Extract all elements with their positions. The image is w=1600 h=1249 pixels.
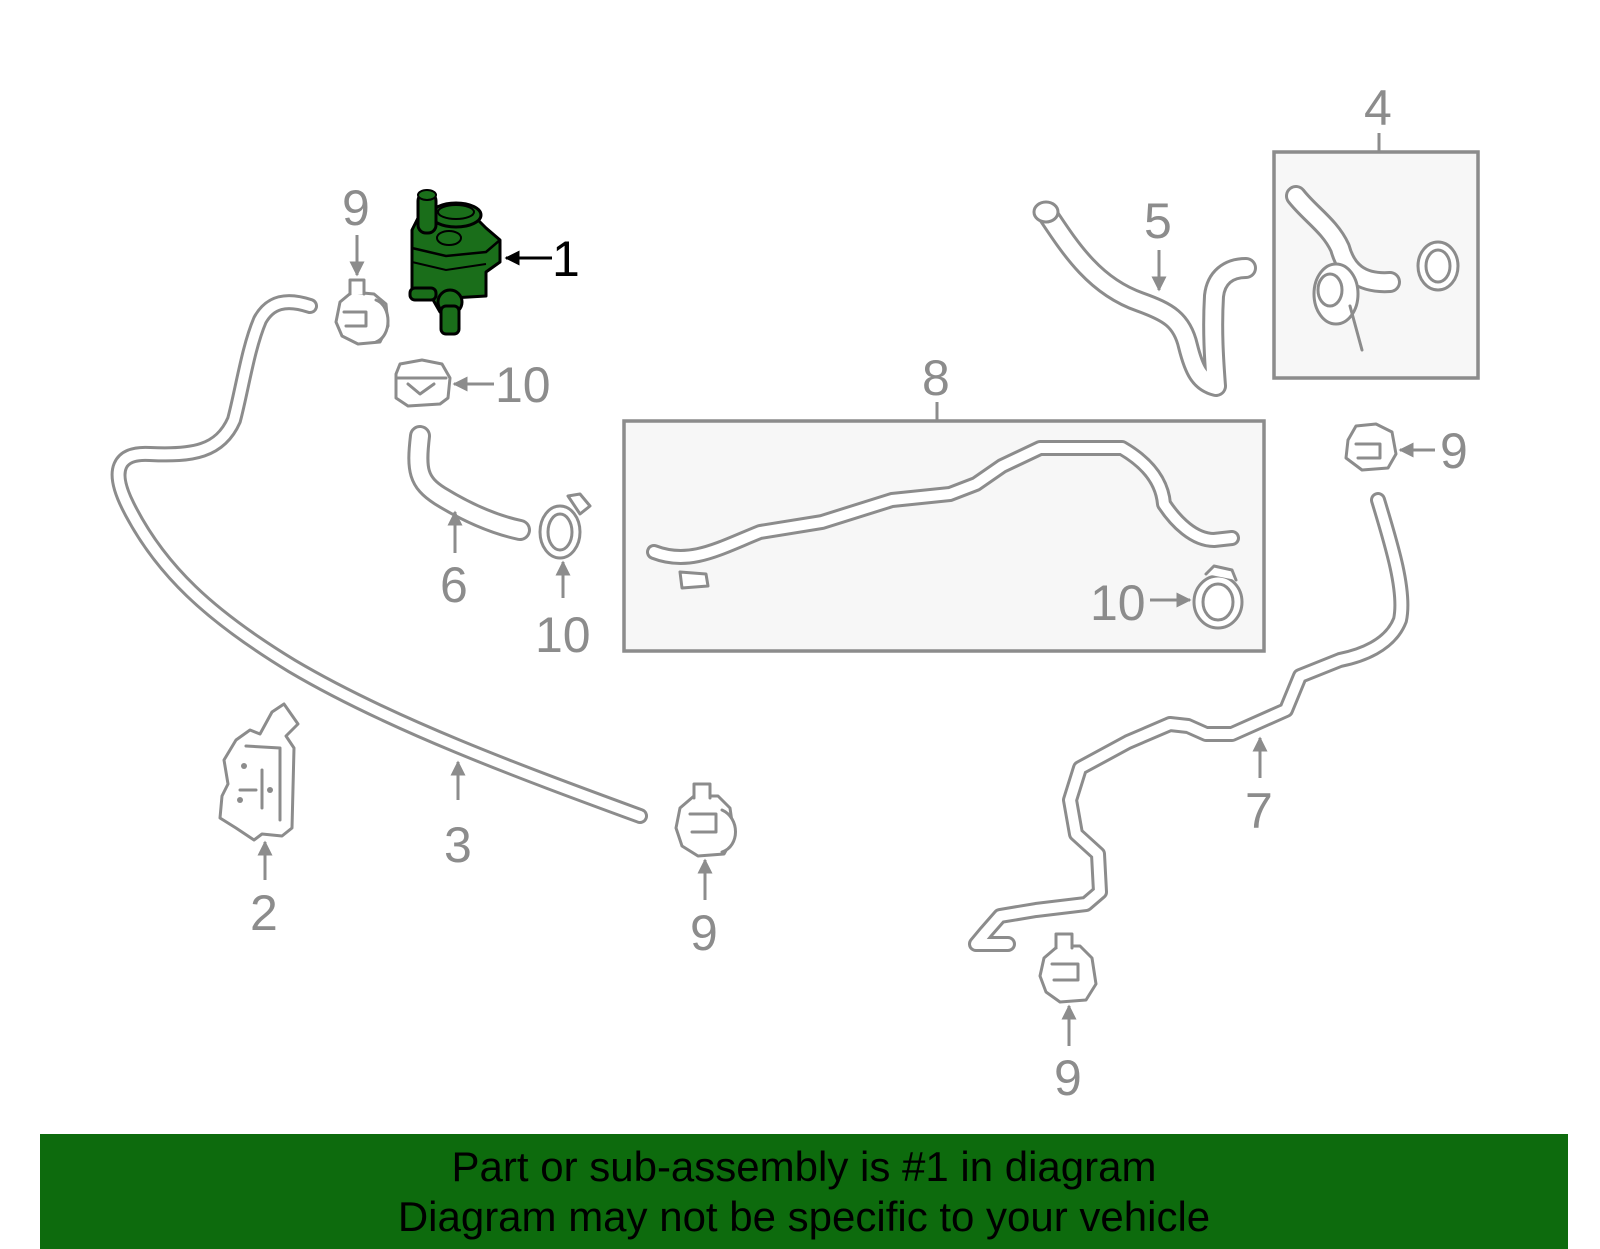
callout-3: 3: [444, 760, 472, 873]
banner-line-2: Diagram may not be specific to your vehi…: [397, 1192, 1211, 1240]
part-3-hose[interactable]: [110, 294, 648, 824]
callout-label-10-upper: 10: [495, 357, 551, 413]
part-9-clip-right[interactable]: [1344, 422, 1398, 472]
part-6-hose[interactable]: [407, 425, 531, 541]
callout-9-bottom-right: 9: [1054, 1004, 1082, 1106]
callout-label-10-kit: 10: [1090, 575, 1146, 631]
part-1-water-pump[interactable]: [408, 189, 502, 336]
callout-label-8: 8: [922, 350, 950, 406]
callout-label-1: 1: [552, 231, 580, 287]
banner-line-1: Part or sub-assembly is #1 in diagram: [451, 1142, 1157, 1190]
callout-label-5: 5: [1144, 193, 1172, 249]
callout-label-9-right: 9: [1440, 423, 1468, 479]
callout-label-6: 6: [440, 557, 468, 613]
callout-2: 2: [250, 840, 278, 941]
callout-9-top: 9: [342, 180, 370, 277]
part-7-hose[interactable]: [968, 492, 1410, 952]
callout-4: 4: [1364, 80, 1392, 152]
callout-10-upper: 10: [452, 357, 551, 413]
callout-1: 1: [504, 231, 580, 287]
callout-label-2: 2: [250, 885, 278, 941]
callout-5: 5: [1144, 193, 1172, 292]
callout-6: 6: [440, 510, 468, 613]
callout-label-9-bottom-right: 9: [1054, 1050, 1082, 1106]
callout-8: 8: [922, 350, 950, 421]
part-9-clip-bottom-right[interactable]: [1038, 932, 1098, 1004]
callout-9-right: 9: [1398, 423, 1468, 479]
callout-7: 7: [1245, 736, 1273, 839]
part-9-clip-bottom-left[interactable]: [674, 782, 737, 858]
callout-label-4: 4: [1364, 80, 1392, 136]
callout-label-9-bottom-left: 9: [690, 905, 718, 961]
callout-9-bottom-left: 9: [690, 858, 718, 961]
info-banner: Part or sub-assembly is #1 in diagram Di…: [40, 1134, 1568, 1249]
part-5-hose[interactable]: [1032, 200, 1257, 397]
part-2-bracket[interactable]: [218, 702, 300, 842]
callout-10-middle: 10: [535, 560, 591, 663]
part-10-clamp-upper[interactable]: [394, 358, 452, 408]
part-9-clip-top[interactable]: [334, 278, 390, 346]
callout-10-kit: 10: [1090, 575, 1192, 631]
part-10-clamp-middle[interactable]: [538, 492, 592, 560]
part-8-kit[interactable]: [622, 419, 1266, 653]
callout-label-9-top: 9: [342, 180, 370, 236]
callout-label-10-middle: 10: [535, 607, 591, 663]
callout-label-7: 7: [1245, 783, 1273, 839]
callout-label-3: 3: [444, 817, 472, 873]
part-4-kit[interactable]: [1272, 150, 1480, 380]
